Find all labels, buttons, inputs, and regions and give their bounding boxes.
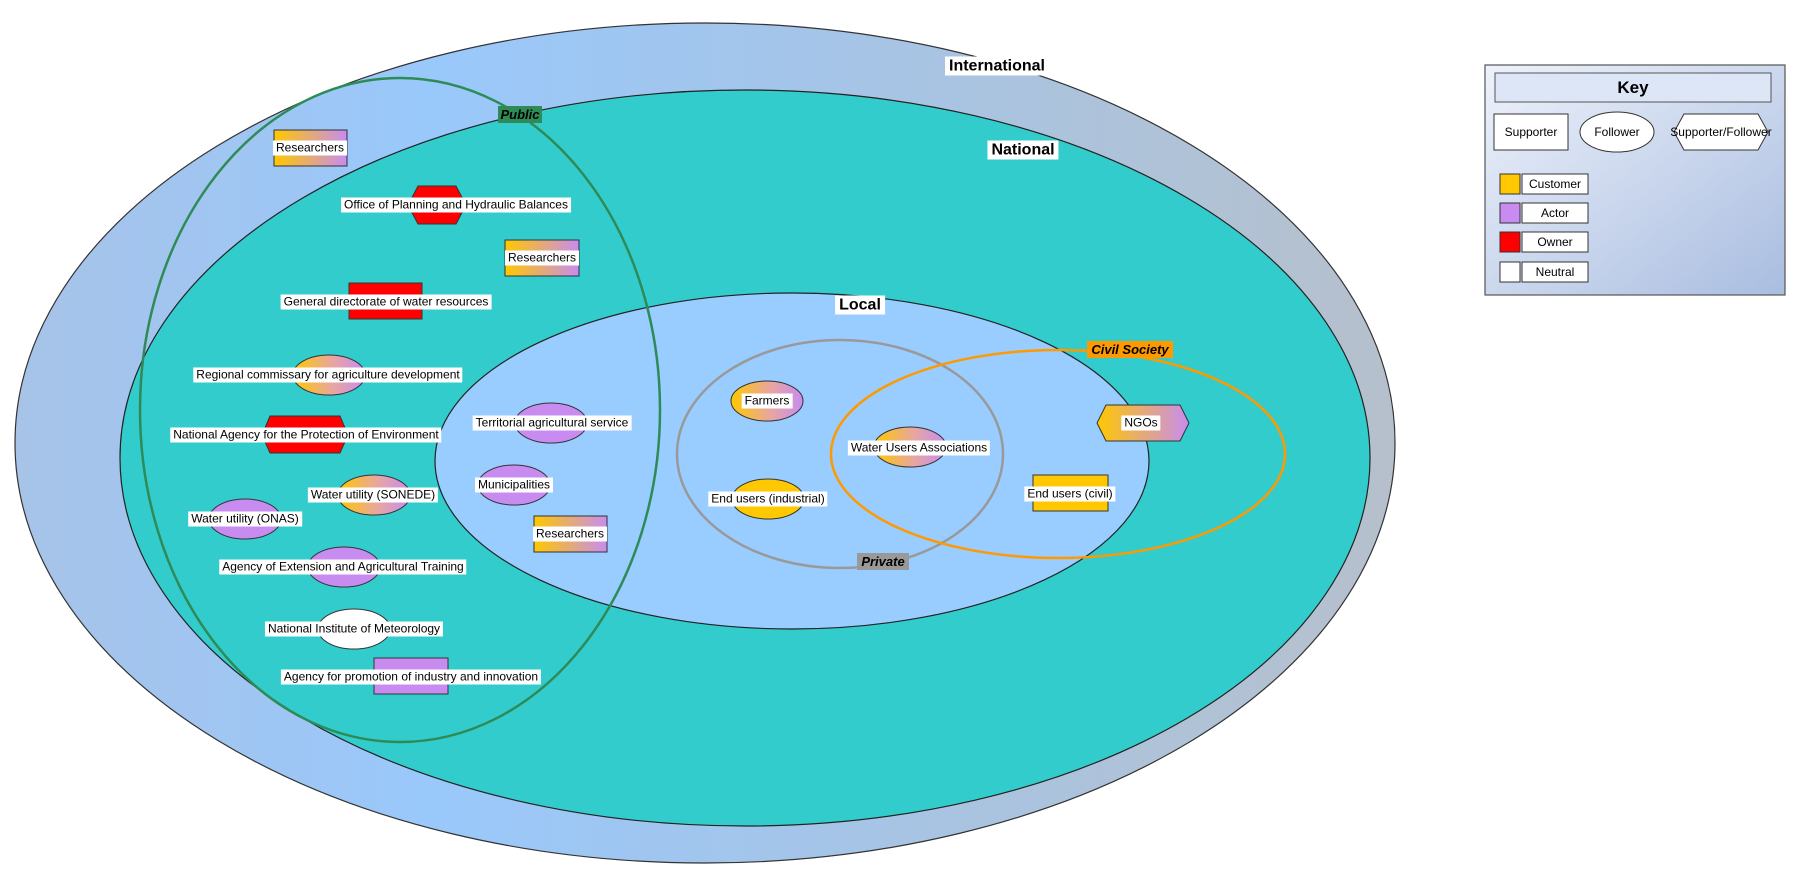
key-shape-follower	[1579, 111, 1655, 153]
node-label-territorial-agri: Territorial agricultural service	[472, 415, 632, 431]
key-label-actor: Actor	[1540, 206, 1570, 220]
group-label-private: Private	[861, 554, 905, 569]
key-label-follower: Follower	[1594, 125, 1640, 139]
node-label-municipalities: Municipalities	[474, 477, 554, 493]
node-label-researchers-3: Researchers	[532, 526, 608, 542]
key-title-box	[1494, 72, 1772, 103]
key-label-supporter-follower: Supporter/Follower	[1670, 125, 1772, 139]
key-role-box-owner	[1521, 231, 1589, 253]
node-label-researchers-2: Researchers	[504, 250, 580, 266]
node-label-regional-commissary: Regional commissary for agriculture deve…	[193, 367, 463, 383]
node-label-water-users-assoc: Water Users Associations	[847, 440, 991, 456]
local-zone	[434, 292, 1150, 630]
zone-label-national: National	[987, 140, 1059, 160]
node-label-general-directorate: General directorate of water resources	[280, 294, 492, 310]
key-label-neutral: Neutral	[1535, 265, 1575, 279]
key-role-box-neutral	[1521, 261, 1589, 283]
node-label-agency-extension: Agency of Extension and Agricultural Tra…	[219, 559, 467, 575]
node-label-end-users-civil: End users (civil)	[1024, 486, 1116, 502]
private-group-ring	[675, 338, 1005, 570]
key-label-customer: Customer	[1528, 177, 1582, 191]
public-group-ring	[138, 76, 662, 744]
group-label-civil-society: Civil Society	[1091, 342, 1169, 357]
node-label-farmers: Farmers	[741, 393, 793, 409]
key-swatch-customer	[1499, 173, 1521, 195]
key-label-supporter: Supporter	[1504, 125, 1558, 139]
node-label-onas: Water utility (ONAS)	[188, 511, 302, 527]
zone-label-international: International	[944, 56, 1050, 76]
node-label-agency-industry: Agency for promotion of industry and inn…	[280, 669, 542, 685]
group-label-public: Public	[500, 107, 540, 122]
civil-society-label-bg	[1087, 341, 1173, 358]
public-label-bg	[498, 106, 542, 123]
node-label-end-users-industrial: End users (industrial)	[708, 491, 828, 507]
key-swatch-actor	[1499, 202, 1521, 224]
node-label-meteorology: National Institute of Meteorology	[264, 621, 444, 637]
node-label-office-planning: Office of Planning and Hydraulic Balance…	[341, 197, 571, 213]
node-label-sonede: Water utility (SONEDE)	[307, 487, 439, 503]
key-role-box-actor	[1521, 202, 1589, 224]
key-label-owner: Owner	[1537, 235, 1573, 249]
key-shape-supporter-follower	[1673, 113, 1769, 151]
key-title: Key	[1617, 78, 1649, 97]
node-label-national-agency-env: National Agency for the Protection of En…	[170, 427, 442, 443]
key-role-box-customer	[1521, 173, 1589, 195]
zone-label-local: Local	[835, 295, 885, 315]
civil-society-group-ring	[829, 348, 1287, 560]
key-shape-supporter	[1493, 113, 1569, 151]
node-label-ngos: NGOs	[1121, 415, 1161, 431]
node-label-researchers-1: Researchers	[272, 140, 348, 156]
key-swatch-neutral	[1499, 261, 1521, 283]
key-swatch-owner	[1499, 231, 1521, 253]
private-label-bg	[857, 553, 909, 570]
